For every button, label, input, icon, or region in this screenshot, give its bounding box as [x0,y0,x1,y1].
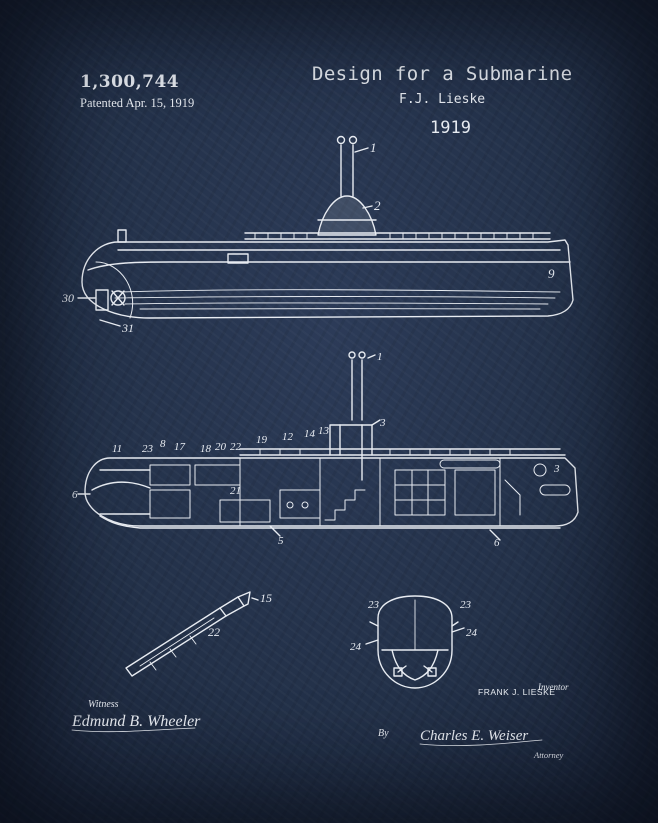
inventor-role-label: Inventor [537,682,569,692]
callout-14: 14 [304,428,316,440]
callout-1-cutaway: 1 [377,351,383,363]
by-label: By [378,728,389,739]
callout-12: 12 [282,431,294,443]
attorney-signature: Charles E. Weiser [420,728,528,744]
callout-18: 18 [200,443,212,455]
detail-rod [125,591,259,677]
callout-31-side: 31 [121,321,134,335]
submarine-side-view [77,135,574,327]
witness-label: Witness [88,699,119,710]
callout-2-side: 2 [374,198,381,213]
inventor-printed-name: FRANK J. LIESKE [478,687,555,697]
attorney-role-label: Attorney [533,750,563,760]
patent-number: 1,300,744 [80,72,180,92]
callout-3-cutaway-rear: 3 [553,463,560,475]
callout-6-right: 6 [494,537,500,549]
cross-section-view [365,595,465,689]
callout-23: 23 [142,443,154,455]
submarine-cutaway-view [77,351,579,541]
patent-date: Patented Apr. 15, 1919 [80,96,195,110]
callout-24-left: 24 [350,641,362,653]
callout-3-cutaway-top: 3 [379,417,386,429]
callout-17: 17 [174,441,186,453]
callout-11: 11 [112,443,122,455]
drawing-year: 1919 [430,118,471,138]
callout-15: 15 [260,591,272,605]
callout-23-left: 23 [368,599,380,611]
callout-23-right: 23 [460,599,472,611]
callout-6-left: 6 [72,489,78,501]
witness-signature: Edmund B. Wheeler [71,713,201,730]
callout-22: 22 [230,441,242,453]
drawing-title: Design for a Submarine [312,63,573,85]
callout-5: 5 [278,535,284,547]
callout-20: 20 [215,441,227,453]
callout-13: 13 [318,425,330,437]
callout-9-side: 9 [548,266,555,281]
callout-21: 21 [230,485,241,497]
callout-8: 8 [160,438,166,450]
inventor-name: F.J. Lieske [399,92,486,107]
callout-22-rod: 22 [208,625,220,639]
callout-1-side: 1 [370,140,377,155]
callout-19: 19 [256,434,268,446]
callout-24-right: 24 [466,627,478,639]
callout-30-side: 30 [61,291,74,305]
